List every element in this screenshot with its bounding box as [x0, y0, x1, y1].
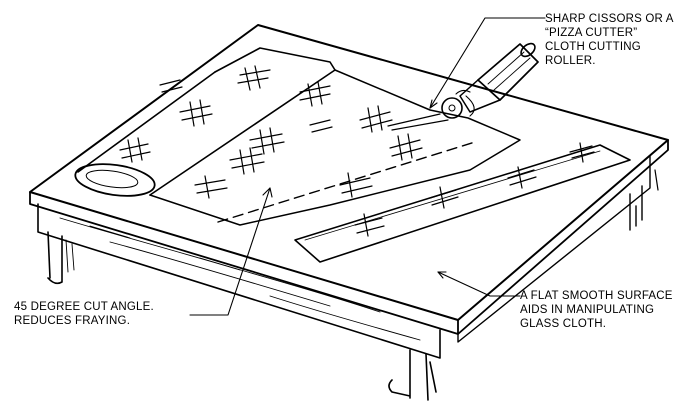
cloth-sheet-edge: [149, 69, 521, 226]
callout-cutter-line: ROLLER.: [545, 55, 596, 67]
callout-surface-line: A FLAT SMOOTH SURFACE: [520, 290, 673, 302]
callout-angle: 45 DEGREE CUT ANGLE. REDUCES FRAYING.: [14, 300, 154, 328]
table-top: [29, 24, 669, 321]
cloth-roll-end: [74, 163, 156, 197]
pizza-cutter-roller: [387, 42, 539, 131]
callout-cutter-line: SHARP CISSORS OR A: [545, 13, 674, 25]
table-right-edge: [457, 139, 669, 335]
leg-front-left-detail: [65, 239, 75, 273]
callout-surface-line: GLASS CLOTH.: [520, 318, 607, 330]
callout-cutter: SHARP CISSORS OR A “PIZZA CUTTER” CLOTH …: [545, 12, 674, 68]
callout-angle-line: 45 DEGREE CUT ANGLE.: [14, 301, 154, 313]
leader-lines: [189, 17, 546, 316]
cut-strip: [294, 144, 631, 263]
callout-cutter-line: “PIZZA CUTTER”: [545, 27, 638, 39]
leg-front-right: [388, 349, 437, 401]
cut-line: [217, 141, 476, 223]
table-front-edge: [29, 191, 459, 335]
leader-surface: [437, 271, 521, 297]
apron-grain: [59, 217, 421, 341]
callout-angle-line: REDUCES FRAYING.: [14, 315, 131, 327]
callout-cutter-line: CLOTH CUTTING: [545, 41, 641, 53]
leg-front-left: [47, 231, 63, 285]
glass-cloth: [74, 47, 631, 263]
cutter-handle: [477, 43, 539, 101]
leader-angle: [189, 187, 271, 316]
leader-cutter: [429, 17, 546, 109]
cutter-wheel: [441, 97, 463, 119]
table-apron-front: [37, 203, 441, 359]
leg-back-right-post: [654, 169, 659, 191]
table-apron-right: [457, 155, 651, 343]
callout-surface-line: AIDS IN MANIPULATING: [520, 304, 655, 316]
roll-top: [214, 47, 336, 73]
leg-back-right: [629, 185, 643, 231]
table-drawing: [29, 24, 669, 401]
weave-marks: [119, 65, 595, 237]
callout-surface: A FLAT SMOOTH SURFACE AIDS IN MANIPULATI…: [520, 289, 673, 331]
